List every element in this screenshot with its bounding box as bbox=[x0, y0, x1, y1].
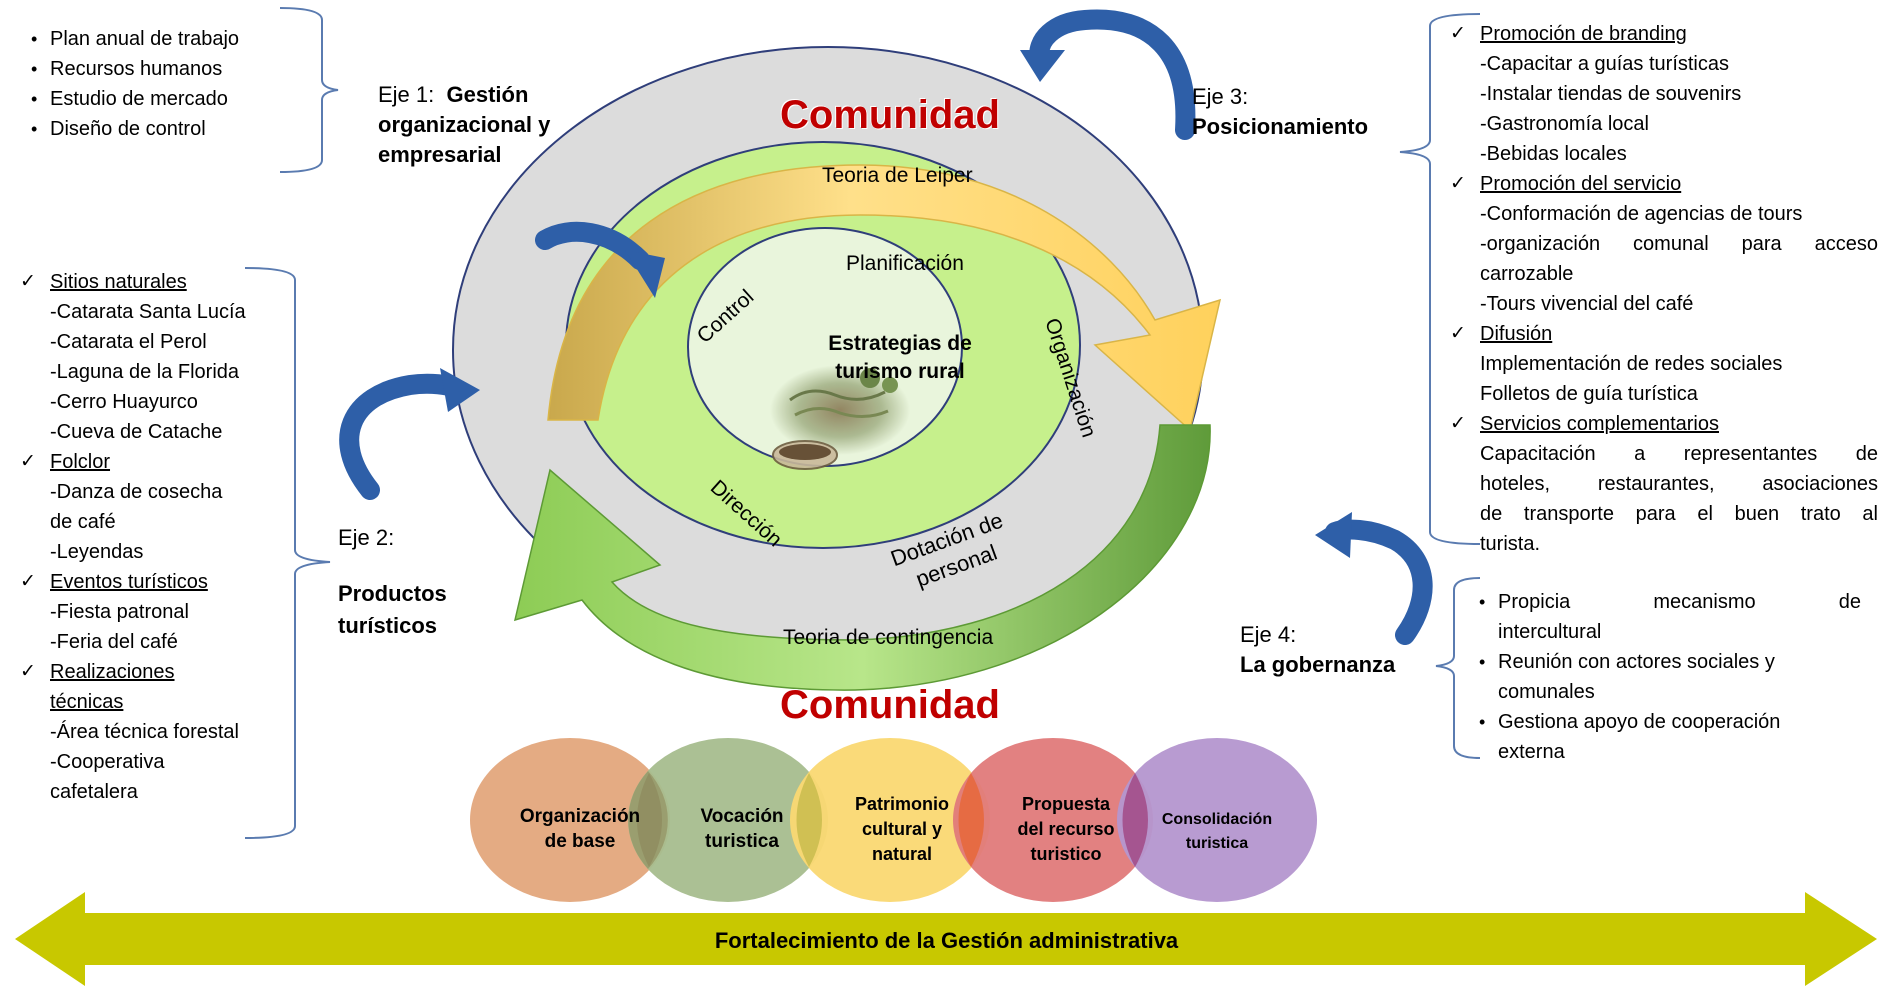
eje2-title-line2: turísticos bbox=[338, 613, 438, 638]
stage-circle-3 bbox=[790, 738, 990, 902]
bracket-eje2 bbox=[244, 267, 331, 839]
planificacion-label: Planificación bbox=[846, 252, 964, 275]
list-item: -Bebidas locales bbox=[1480, 143, 1627, 165]
overlap-3-4 bbox=[958, 773, 984, 867]
eje4-title: La gobernanza bbox=[1240, 652, 1396, 677]
list-item: -Área técnica forestal bbox=[50, 721, 239, 743]
bottom-arrow-label: Fortalecimiento de la Gestión administra… bbox=[714, 928, 1179, 953]
comunidad-top-label: Comunidad bbox=[780, 93, 1000, 137]
stage-circles bbox=[470, 738, 1317, 902]
list-item: -Conformación de agencias de tours bbox=[1480, 203, 1803, 225]
list-item: Diseño de control bbox=[27, 114, 239, 144]
list-item: Folclor bbox=[20, 447, 246, 477]
eje4-heading: Eje 4: La gobernanza bbox=[1240, 620, 1395, 680]
list-item: -Cooperativa bbox=[50, 751, 165, 773]
list-item: Propicia mecanismo de intercultural bbox=[1475, 587, 1861, 647]
green-arrow bbox=[513, 424, 1211, 691]
list-item: Estudio de mercado bbox=[27, 84, 239, 114]
list-item: -Tours vivencial del café bbox=[1480, 293, 1694, 315]
list-item: -Danza de cosecha bbox=[50, 481, 223, 503]
eje1-list: Plan anual de trabajo Recursos humanos E… bbox=[27, 24, 239, 144]
list-item: técnicas bbox=[50, 691, 124, 713]
yellow-arrow bbox=[547, 164, 1222, 432]
list-item: -Cueva de Catache bbox=[50, 421, 223, 443]
eje4-list: Propicia mecanismo de intercultural Reun… bbox=[1475, 587, 1861, 767]
stage-circle-1 bbox=[470, 738, 670, 902]
list-item: Difusión bbox=[1450, 319, 1878, 349]
list-item: -Fiesta patronal bbox=[50, 601, 189, 623]
coffee-illustration bbox=[770, 365, 910, 470]
bracket-eje3 bbox=[1399, 13, 1481, 545]
list-item: hoteles, restaurantes, asociaciones bbox=[1480, 473, 1878, 495]
list-item: -Cerro Huayurco bbox=[50, 391, 198, 413]
core-line2: turismo rural bbox=[835, 360, 965, 383]
eje3-list: Promoción de branding -Capacitar a guías… bbox=[1450, 19, 1878, 559]
core-line1: Estrategias de bbox=[828, 332, 972, 355]
list-item: Gestiona apoyo de cooperación externa bbox=[1475, 707, 1861, 767]
list-item: Folletos de guía turística bbox=[1480, 383, 1698, 405]
eje1-title-line3: empresarial bbox=[378, 142, 502, 167]
list-item: turista. bbox=[1480, 533, 1541, 555]
stage-circle-2 bbox=[628, 738, 828, 902]
list-item: -Feria del café bbox=[50, 631, 178, 653]
list-item: Promoción de branding bbox=[1450, 19, 1878, 49]
curved-arrow-eje3 bbox=[1029, 9, 1196, 140]
eje2-title-line1: Productos bbox=[338, 581, 447, 606]
list-item: -Capacitar a guías turísticas bbox=[1480, 53, 1729, 75]
overlap-1-2 bbox=[637, 773, 662, 867]
list-item: Eventos turísticos bbox=[20, 567, 246, 597]
teoria-contingencia-label: Teoria de contingencia bbox=[783, 626, 994, 649]
list-item: de café bbox=[50, 511, 116, 533]
eje1-heading: Eje 1: Gestión organizacional y empresar… bbox=[378, 80, 550, 170]
comunidad-bottom-label: Comunidad bbox=[780, 683, 1000, 727]
eje1-label: Eje 1: bbox=[378, 82, 435, 107]
bracket-eje4 bbox=[1435, 577, 1481, 759]
eje3-title: Posicionamiento bbox=[1192, 114, 1369, 139]
list-item: Reunión con actores sociales y comunales bbox=[1475, 647, 1861, 707]
eje2-heading: Eje 2: Productos turísticos bbox=[338, 522, 447, 642]
list-item: Implementación de redes sociales bbox=[1480, 353, 1783, 375]
eje2-label: Eje 2: bbox=[338, 525, 395, 550]
curved-arrow-eje4 bbox=[1325, 519, 1433, 645]
list-item: -Gastronomía local bbox=[1480, 113, 1649, 135]
list-item: -Leyendas bbox=[50, 541, 144, 563]
list-item: -organización comunal para acceso bbox=[1480, 233, 1878, 255]
list-item: cafetalera bbox=[50, 781, 138, 803]
bottom-double-arrow bbox=[15, 892, 1877, 986]
list-item: Recursos humanos bbox=[27, 54, 239, 84]
list-item: -Catarata Santa Lucía bbox=[50, 301, 246, 323]
curved-arrow-eje2 bbox=[339, 373, 465, 500]
list-item: Plan anual de trabajo bbox=[27, 24, 239, 54]
stage-circle-5 bbox=[1117, 738, 1317, 902]
stage-circle-4 bbox=[953, 738, 1153, 902]
teoria-leiper-label: Teoria de Leiper bbox=[822, 164, 973, 187]
list-item: Sitios naturales bbox=[20, 267, 246, 297]
list-item: Servicios complementarios bbox=[1450, 409, 1878, 439]
list-item: carrozable bbox=[1480, 263, 1574, 285]
eje4-label: Eje 4: bbox=[1240, 622, 1297, 647]
eje3-label: Eje 3: bbox=[1192, 84, 1249, 109]
eje1-title-line1: Gestión bbox=[446, 82, 529, 107]
list-item: Realizaciones bbox=[20, 657, 246, 687]
eje1-title-line2: organizacional y bbox=[378, 112, 551, 137]
eje3-heading: Eje 3: Posicionamiento bbox=[1192, 82, 1368, 142]
list-item: -Laguna de la Florida bbox=[50, 361, 240, 383]
list-item: Capacitación a representantes de bbox=[1480, 443, 1878, 465]
list-item: -Instalar tiendas de souvenirs bbox=[1480, 83, 1742, 105]
eje2-list: Sitios naturales -Catarata Santa Lucía -… bbox=[20, 267, 246, 807]
list-item: -Catarata el Perol bbox=[50, 331, 207, 353]
list-item: Promoción del servicio bbox=[1450, 169, 1878, 199]
overlap-2-3 bbox=[796, 773, 822, 867]
core-title: Estrategias de turismo rural bbox=[800, 330, 1000, 386]
bracket-eje1 bbox=[279, 7, 339, 173]
list-item: de transporte para el buen trato al bbox=[1480, 503, 1878, 525]
overlap-4-5 bbox=[1122, 773, 1148, 867]
